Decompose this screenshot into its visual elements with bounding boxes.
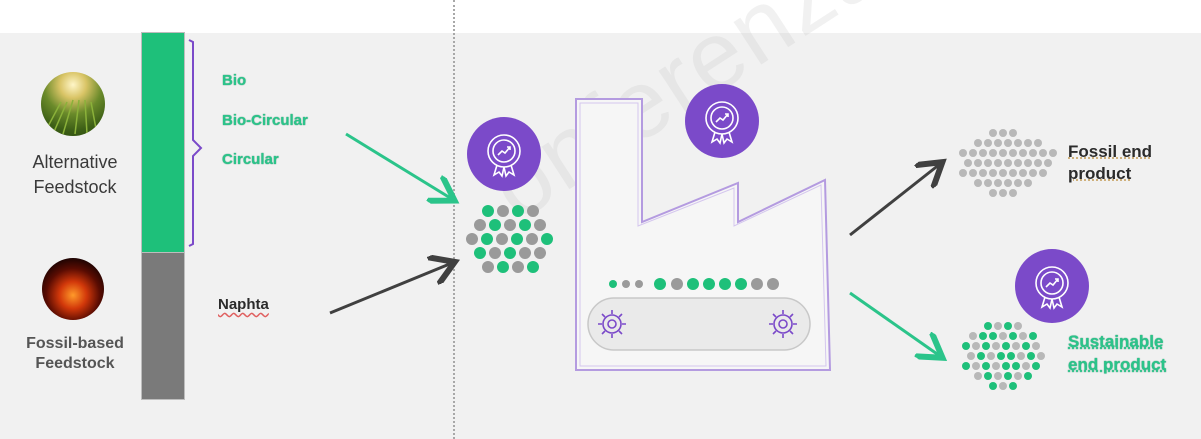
certified-award-icon [1015,249,1089,323]
green-output-arrow [850,293,940,356]
fossil-end-product-label: Fossil end product [1068,141,1152,185]
sustainable-end-product-label: Sustainable end product [1068,330,1166,376]
dark-input-arrow [330,263,452,313]
mixed-feedstock-cluster-icon [460,200,555,280]
fossil-product-cluster-icon [955,125,1065,205]
certified-award-icon [467,117,541,191]
green-input-arrow [346,134,452,199]
factory-icon [570,95,835,375]
sustainable-product-cluster-icon [958,318,1053,398]
dark-output-arrow [850,164,940,235]
